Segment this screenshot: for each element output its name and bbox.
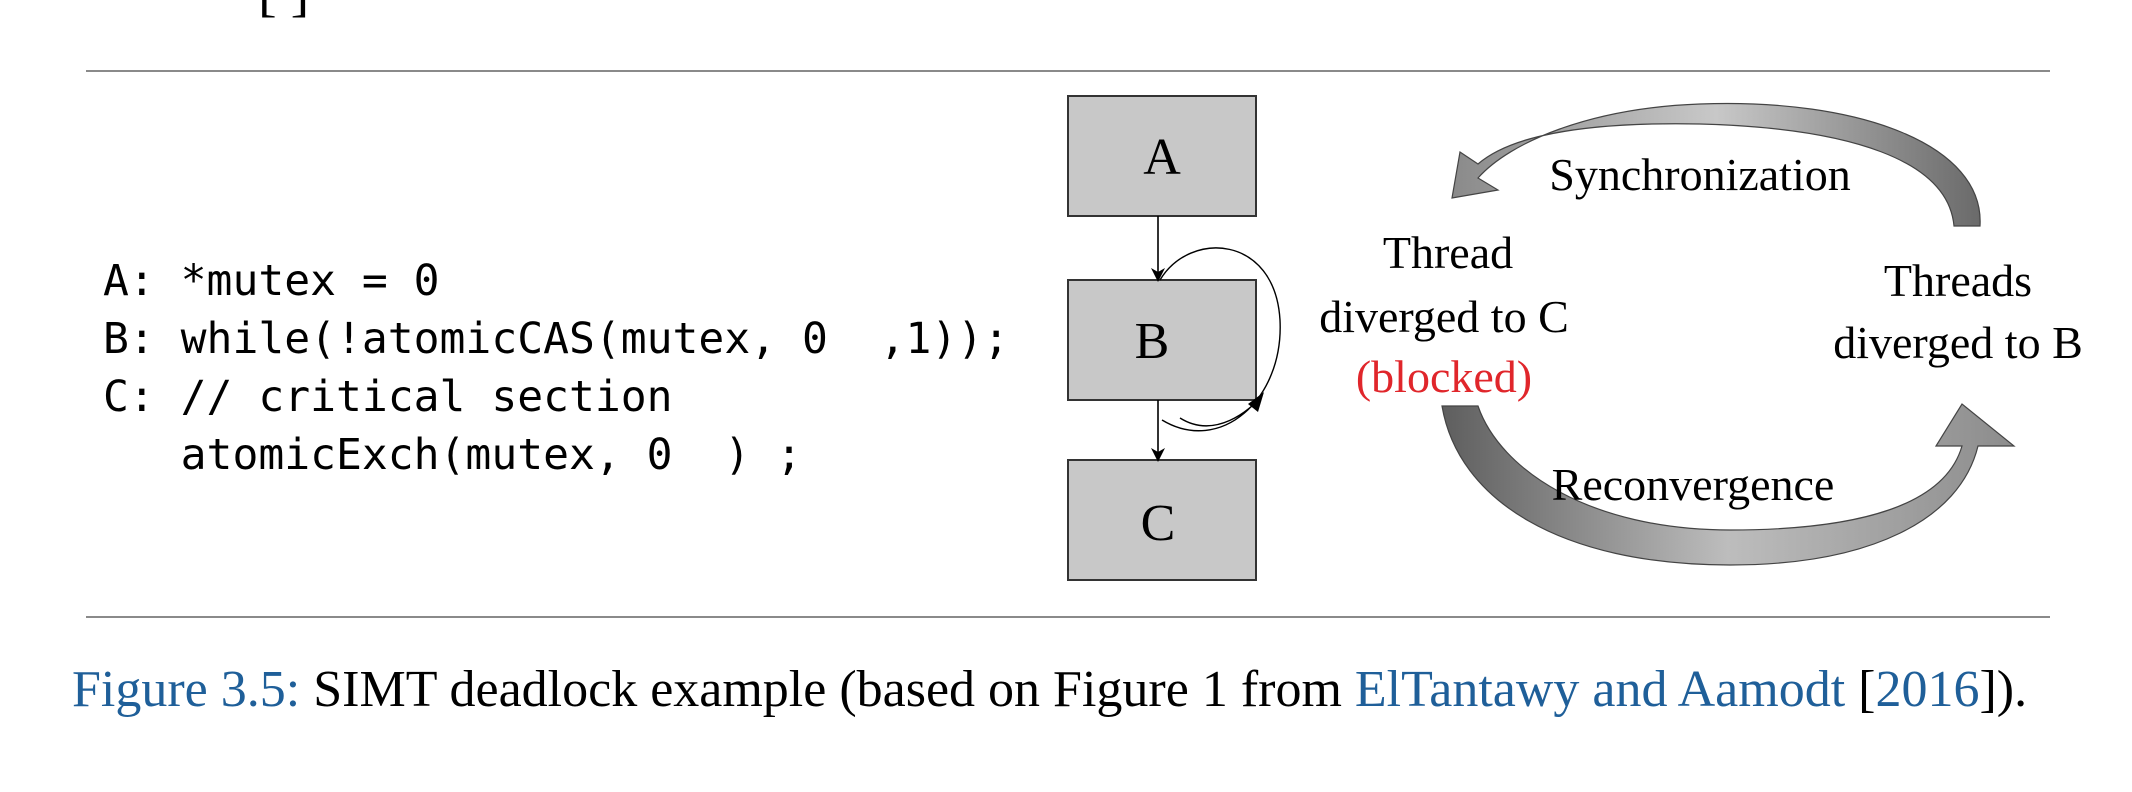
left-node-line1: Thread — [1383, 227, 1513, 278]
sync-label: Synchronization — [1549, 149, 1851, 200]
right-node-line1: Threads — [1884, 255, 2032, 306]
right-node-line2: diverged to B — [1833, 317, 2083, 368]
sync-arrow — [1451, 102, 1981, 227]
reconv-label: Reconvergence — [1552, 459, 1835, 510]
figure-label[interactable]: Figure 3.5: — [72, 661, 301, 718]
citation-authors-link[interactable]: ElTantawy and Aamodt — [1354, 661, 1846, 718]
caption-bracket-close: ]). — [1979, 661, 2028, 718]
code-line-b: B: while(!atomicCAS(mutex, 0 ,1)); — [103, 314, 1010, 364]
top-rule — [86, 70, 2050, 72]
caption-bracket-open: [ — [1845, 661, 1876, 718]
citation-year-link[interactable]: 2016 — [1875, 661, 1980, 718]
code-line-a: A: *mutex = 0 — [103, 256, 440, 306]
left-node-line2: diverged to C — [1319, 291, 1569, 342]
flow-block-c: C — [1067, 459, 1257, 581]
flow-block-b: B — [1067, 279, 1257, 401]
top-text-fragment: [ ] — [258, 0, 309, 24]
figure-caption: Figure 3.5: SIMT deadlock example (based… — [72, 660, 2027, 719]
flow-block-a: A — [1067, 95, 1257, 217]
left-node-status: (blocked) — [1356, 351, 1532, 402]
flow-block-b-label: B — [1135, 313, 1170, 370]
reconv-arrow — [1441, 403, 2016, 566]
code-line-c2: atomicExch(mutex, 0 ) ; — [103, 430, 802, 480]
flow-block-a-label: A — [1143, 129, 1181, 186]
code-line-c1: C: // critical section — [103, 372, 673, 422]
loop-arrowhead — [1248, 392, 1264, 412]
flow-block-c-label: C — [1141, 495, 1176, 552]
caption-text: SIMT deadlock example (based on Figure 1… — [300, 661, 1355, 718]
bottom-rule — [86, 616, 2050, 618]
